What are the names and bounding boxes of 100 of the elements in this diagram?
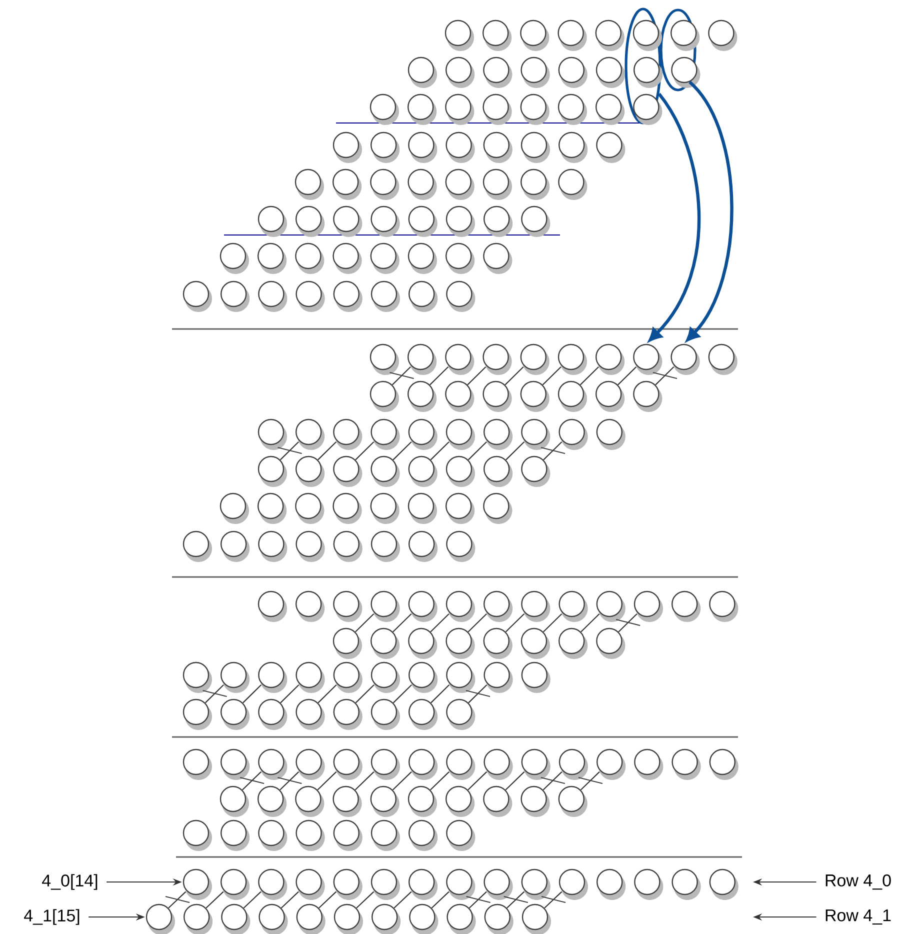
link-line (544, 891, 562, 908)
bead-circle (672, 868, 701, 900)
bead-circle (408, 206, 438, 237)
bead-circle (220, 280, 250, 312)
bead-circle (446, 56, 475, 88)
link-line (430, 366, 449, 386)
bead-circle (408, 698, 438, 730)
bead-circle (220, 786, 249, 817)
bead-circle (220, 492, 249, 524)
bead-circle (332, 242, 362, 274)
bead-circle (558, 748, 588, 780)
bead-circle (296, 904, 326, 934)
bead-circle (258, 280, 288, 312)
bead-circle (558, 20, 587, 51)
link-line (243, 891, 262, 908)
bead-circle (632, 20, 662, 51)
bead-circle (670, 20, 700, 51)
bead-circle (484, 456, 513, 487)
link-line (506, 442, 525, 460)
bead-circle (595, 20, 624, 51)
bead-circle (558, 168, 588, 200)
bead-circle (633, 380, 662, 412)
bead-circle (520, 786, 550, 817)
bead-circle (521, 748, 550, 780)
bead-circle (372, 904, 401, 934)
link-line (580, 613, 600, 632)
bead-circle (484, 748, 513, 780)
bead-circle (370, 94, 399, 125)
bead-circle (296, 206, 325, 237)
bead-circle (333, 456, 362, 487)
bead-circle (182, 748, 212, 780)
link-line (580, 771, 600, 790)
bead-circle (294, 168, 324, 200)
bead-circle (258, 904, 288, 934)
bead-circle (333, 206, 362, 237)
bead-circle (296, 698, 325, 730)
bead-circle (596, 748, 626, 780)
bead-circle (483, 56, 512, 88)
bead-circle (670, 344, 700, 375)
arrow (686, 80, 734, 342)
bead-circle (520, 380, 550, 412)
link-line (206, 891, 224, 908)
bead-circle (446, 590, 475, 622)
row-label: 4_1[15] (24, 909, 80, 925)
bead-circle (370, 698, 400, 730)
bead-circle (521, 868, 550, 900)
bead-circle (483, 786, 512, 817)
bead-circle (558, 380, 587, 412)
bead-circle (445, 94, 474, 125)
link-line (542, 613, 562, 632)
bead-circle (408, 590, 438, 622)
bead-circle (182, 530, 212, 562)
bead-circle (333, 698, 362, 730)
bead-circle (521, 590, 550, 622)
bead-circle (446, 280, 476, 312)
link-line (168, 891, 186, 908)
bead-circle (333, 590, 362, 622)
bead-circle (333, 748, 362, 780)
bead-circle (633, 344, 662, 375)
link-line (468, 684, 488, 704)
row-label: 4_0[14] (42, 874, 98, 890)
bead-circle (296, 748, 325, 780)
bead-circle (484, 206, 513, 237)
bead-circle (408, 280, 438, 312)
bead-circle (296, 662, 325, 693)
bead-circle (296, 456, 325, 487)
bead-circle (370, 786, 400, 817)
link-line (506, 891, 525, 908)
bead-circle (221, 904, 250, 934)
bead-circle (258, 456, 287, 487)
bead-circle (482, 380, 512, 412)
link-line (430, 771, 450, 790)
bead-circle (445, 344, 474, 375)
bead-circle (446, 628, 475, 659)
bead-circle (522, 904, 551, 934)
bead-circle (370, 206, 400, 237)
bead-circle (370, 820, 400, 851)
link-line (542, 771, 562, 790)
bead-circle (634, 868, 664, 900)
bead-circle (370, 456, 400, 487)
bead-circle (182, 280, 212, 312)
bead-circle (408, 344, 437, 375)
bead-circle (220, 868, 250, 900)
link-line (280, 891, 299, 908)
bead-circle (484, 418, 513, 450)
bead-circle (295, 492, 324, 524)
bead-circle (558, 94, 587, 125)
bead-circle (296, 280, 325, 312)
bead-circle (446, 530, 476, 562)
bead-circle (596, 628, 626, 659)
link-line (504, 366, 524, 386)
bead-circle (332, 492, 362, 524)
link-line (280, 442, 299, 460)
bead-circle (483, 132, 512, 163)
bead-circle (408, 748, 438, 780)
bead-circle (332, 168, 362, 200)
bead-circle (370, 280, 400, 312)
bead-circle (558, 590, 588, 622)
bead-circle (633, 94, 662, 125)
bead-circle (482, 94, 512, 125)
